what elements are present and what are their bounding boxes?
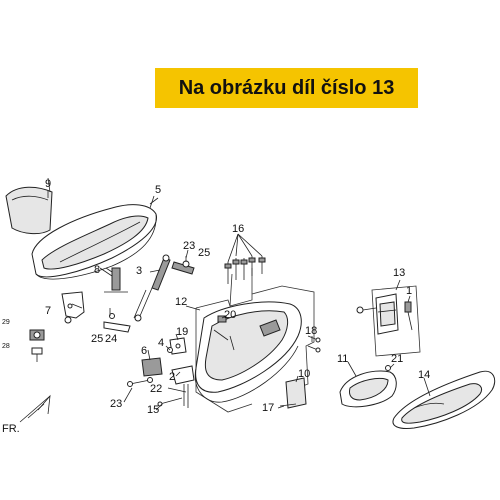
callout-6: 6 [141, 345, 147, 357]
callout-22: 22 [150, 383, 162, 395]
part-8-hinge [104, 267, 128, 293]
part-number-banner: Na obrázku díl číslo 13 [155, 68, 418, 108]
callout-25-bottom: 25 [91, 333, 103, 345]
part-13-panel-frame [371, 285, 421, 357]
callout-7: 7 [45, 305, 51, 317]
part-24-25-hardware-top [171, 256, 195, 275]
callout-24-bottom: 24 [105, 333, 117, 345]
part-12-helmet-box [194, 301, 302, 403]
callout-12: 12 [175, 296, 187, 308]
part-21-screw [385, 365, 391, 371]
callout-19: 19 [176, 326, 188, 338]
part-18-bolts [307, 335, 321, 353]
callout-16: 16 [232, 223, 244, 235]
callout-23: 23 [110, 398, 122, 410]
part-6-bracket [141, 357, 163, 377]
callout-14: 14 [418, 369, 430, 381]
part-16-bolts [224, 256, 266, 284]
callout-8: 8 [94, 264, 100, 276]
part-2-latch [171, 365, 195, 408]
callout-28: 28 [2, 343, 10, 350]
callout-18: 18 [305, 325, 317, 337]
callout-11: 11 [337, 353, 348, 365]
front-direction-arrow [19, 394, 51, 423]
leader-lines [47, 190, 431, 411]
direction-label-fr: FR. [2, 423, 20, 435]
part-5-seat [31, 197, 159, 280]
callout-labels: 9 5 3 8 7 29 28 23 25 16 12 20 19 4 6 25… [2, 178, 430, 435]
callout-15: 15 [147, 404, 159, 416]
part-9-backrest [5, 177, 53, 235]
part-3-gas-strut [133, 254, 171, 322]
callout-20: 20 [224, 309, 236, 321]
callout-9: 9 [45, 178, 51, 190]
part-20-clip [217, 315, 227, 323]
part-29-clip [29, 329, 45, 341]
callout-5: 5 [155, 184, 161, 196]
callout-3: 3 [136, 265, 142, 277]
callout-29: 29 [2, 319, 10, 326]
callout-24-top: 23 [183, 240, 195, 252]
part-24-25-hardware-bottom [103, 308, 131, 333]
part-10-plate [285, 377, 307, 409]
callout-13: 13 [393, 267, 405, 279]
part-14-floor-mat [392, 370, 496, 429]
part-7-bracket [61, 291, 85, 324]
callout-21: 21 [391, 353, 403, 365]
part-17-screw [279, 403, 297, 407]
part-23-bolt [127, 377, 153, 387]
callout-2: 2 [169, 371, 175, 383]
banner-text: Na obrázku díl číslo 13 [178, 76, 395, 99]
callout-25-top: 25 [198, 247, 210, 259]
part-11-cover [339, 370, 397, 408]
callout-17: 17 [262, 402, 274, 414]
part-13-panel [356, 293, 413, 335]
callout-1: 1 [406, 285, 412, 297]
part-28-screw [31, 347, 43, 362]
callout-4: 4 [158, 337, 164, 349]
callout-10: 10 [298, 368, 310, 380]
